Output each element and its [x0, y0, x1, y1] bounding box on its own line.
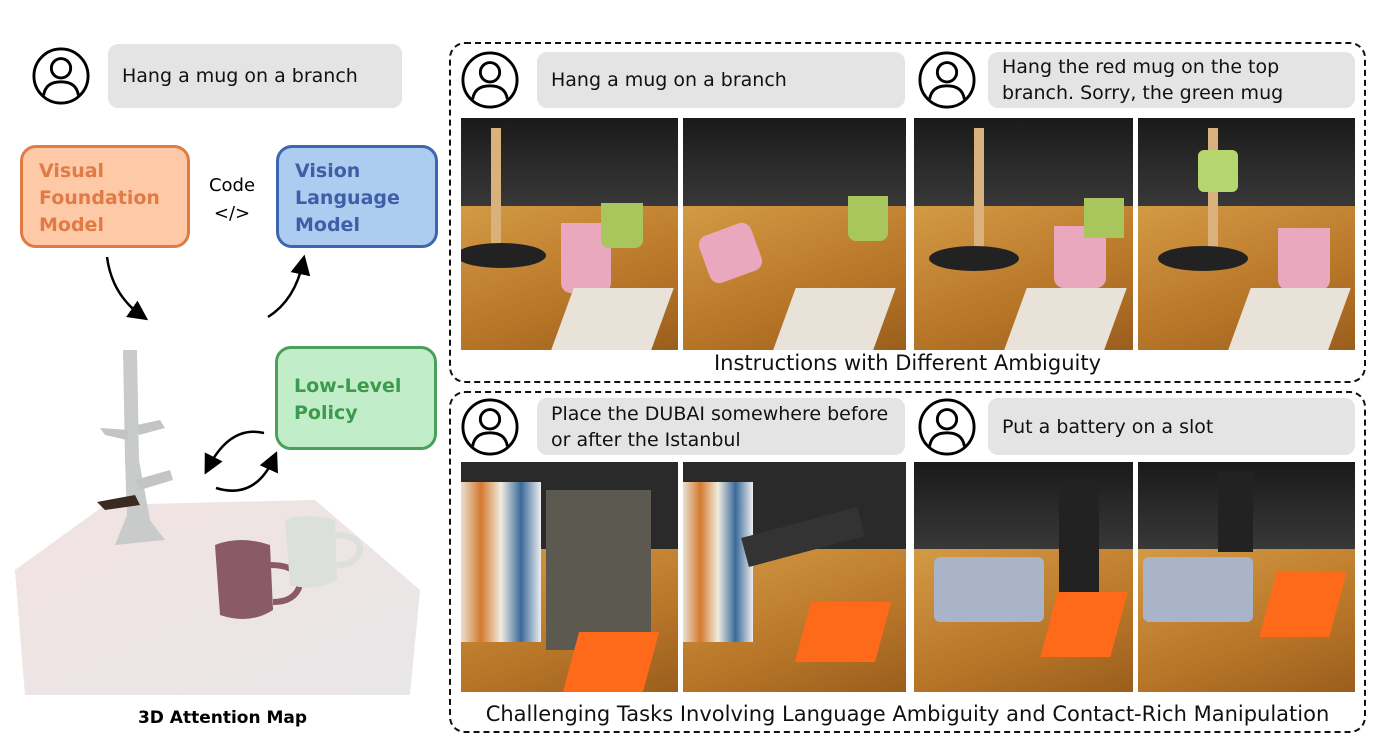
- robot-photo-battery-2: [1138, 462, 1355, 692]
- panel-ambiguity: [449, 42, 1366, 383]
- attention-map-caption: 3D Attention Map: [137, 708, 308, 728]
- low-level-policy-box: Low-Level Policy: [275, 346, 437, 450]
- instruction-text: Hang a mug on a branch: [551, 69, 787, 91]
- user-avatar-icon: [918, 398, 976, 456]
- robot-photo-battery-1: [914, 462, 1133, 692]
- point-cloud-3d-attention-map: [15, 350, 420, 695]
- panel-caption: Challenging Tasks Involving Language Amb…: [485, 702, 1330, 726]
- instruction-bubble: Hang a mug on a branch: [537, 52, 905, 108]
- user-avatar-icon: [461, 51, 519, 109]
- instruction-text: Hang the red mug on the top branch. Sorr…: [1002, 56, 1284, 104]
- user-avatar-icon: [461, 398, 519, 456]
- arrow-icon: [204, 430, 265, 475]
- robot-photo-mug-4: [1138, 118, 1355, 350]
- robot-photo-mug-3: [914, 118, 1133, 350]
- panel-caption: Instructions with Different Ambiguity: [713, 351, 1102, 375]
- vision-language-model-box: Vision Language Model: [276, 145, 438, 248]
- user-avatar-icon: [918, 51, 976, 109]
- instruction-bubble: Place the DUBAI somewhere before or afte…: [537, 398, 905, 455]
- arrow-icon: [105, 256, 149, 321]
- vlm-label: Vision Language Model: [295, 160, 400, 236]
- code-text: Code: [208, 175, 256, 196]
- robot-photo-mug-1: [461, 118, 678, 350]
- instruction-text: Put a battery on a slot: [1002, 415, 1214, 438]
- robot-photo-books-1: [461, 462, 678, 692]
- visual-foundation-model-box: Visual Foundation Model: [20, 145, 190, 248]
- instruction-text: Hang a mug on a branch: [122, 65, 358, 87]
- flow-arrows: [105, 254, 311, 492]
- robot-photo-mug-2: [683, 118, 906, 350]
- arrow-icon: [215, 451, 278, 492]
- code-label: Code </>: [200, 172, 264, 228]
- panel-challenging-tasks: [449, 391, 1366, 733]
- arrow-icon: [267, 254, 311, 319]
- vfm-label: Visual Foundation Model: [39, 160, 160, 236]
- code-icon: </>: [213, 203, 251, 224]
- instruction-bubble: Hang the red mug on the top branch. Sorr…: [988, 52, 1355, 108]
- instruction-text: Place the DUBAI somewhere before or afte…: [551, 402, 889, 451]
- user-avatar-icon: [32, 47, 90, 105]
- instruction-bubble: Hang a mug on a branch: [108, 44, 402, 108]
- instruction-bubble: Put a battery on a slot: [988, 398, 1355, 455]
- policy-label: Low-Level Policy: [294, 375, 402, 424]
- robot-photo-books-2: [683, 462, 906, 692]
